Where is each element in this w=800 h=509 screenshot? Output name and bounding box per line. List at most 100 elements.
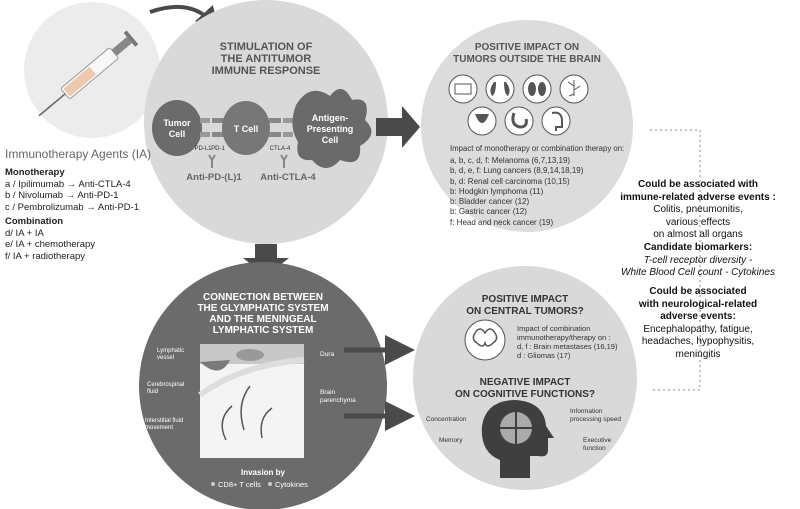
central-circle bbox=[413, 266, 637, 490]
antibody-pdl1-icon bbox=[208, 154, 216, 168]
head-icon bbox=[541, 106, 571, 136]
stomach-icon bbox=[504, 106, 534, 136]
cd8-dot bbox=[211, 482, 215, 486]
svg-text:CD8+ T cells: CD8+ T cells bbox=[218, 480, 261, 489]
biomarkers-title: Candidate biomarkers: bbox=[643, 242, 753, 253]
svg-text:Tumor: Tumor bbox=[163, 118, 191, 128]
svg-text:THE ANTITUMOR: THE ANTITUMOR bbox=[221, 53, 312, 65]
kidneys-icon bbox=[522, 74, 552, 104]
syringe-illustration bbox=[24, 2, 160, 138]
ref-item: b: Bladder cancer (12) bbox=[450, 197, 530, 207]
ctla4-label: CTLA-4 bbox=[270, 146, 291, 152]
skin-icon bbox=[448, 74, 478, 104]
monotherapy-heading: Monotherapy bbox=[5, 167, 65, 178]
brain-icon bbox=[464, 319, 506, 361]
svg-text:processing speed: processing speed bbox=[570, 416, 621, 423]
svg-text:Cerebrospinal: Cerebrospinal bbox=[147, 382, 184, 388]
lymph-node-icon bbox=[559, 74, 589, 104]
svg-text:Interstitial fluid: Interstitial fluid bbox=[145, 418, 183, 424]
cognitive-head-icon bbox=[481, 400, 554, 478]
svg-text:LYMPHATIC SYSTEM: LYMPHATIC SYSTEM bbox=[213, 325, 314, 336]
lungs-icon bbox=[485, 74, 515, 104]
neuro-text-3: meningitis bbox=[675, 348, 721, 360]
ref-item: b: Hodgkin lymphoma (11) bbox=[450, 186, 544, 196]
immune-text-1: Colitis, pneumonitis, bbox=[653, 204, 743, 215]
biomarkers-text-2: White Blood Cell count - Cytokines bbox=[621, 267, 775, 278]
svg-text:ON CENTRAL TUMORS?: ON CENTRAL TUMORS? bbox=[466, 306, 584, 317]
mono-item-b: b / Nivolumab → Anti-PD-1 bbox=[5, 190, 119, 201]
neuro-title-3: adverse events: bbox=[660, 311, 736, 322]
outside-ref-list: a, b, c, d, f: Melanoma (6,7,13,19) b, d… bbox=[450, 156, 583, 228]
immune-text-2: various effects bbox=[665, 216, 731, 228]
immune-title-1: Could be associated with bbox=[637, 179, 759, 190]
svg-text:TUMORS OUTSIDE THE BRAIN: TUMORS OUTSIDE THE BRAIN bbox=[453, 54, 601, 65]
dashed-connector bbox=[650, 129, 701, 391]
svg-text:Brain: Brain bbox=[320, 389, 336, 396]
svg-text:immunotherapy/therapy on :: immunotherapy/therapy on : bbox=[517, 333, 610, 342]
svg-text:Cytokines: Cytokines bbox=[275, 480, 308, 489]
brain-section bbox=[198, 344, 305, 458]
svg-text:CONNECTION BETWEEN: CONNECTION BETWEEN bbox=[203, 292, 323, 303]
immune-title-2: immune-related adverse events : bbox=[620, 191, 776, 203]
svg-text:POSITIVE IMPACT: POSITIVE IMPACT bbox=[482, 294, 569, 305]
mono-item-a: a / Ipilimumab → Anti-CTLA-4 bbox=[5, 178, 131, 190]
svg-text:Executive: Executive bbox=[583, 437, 612, 444]
ia-title: Immunotherapy Agents (IA) bbox=[5, 147, 152, 161]
svg-text:POSITIVE IMPACT ON: POSITIVE IMPACT ON bbox=[475, 42, 579, 53]
immune-events-block: Could be associated with immune-related … bbox=[598, 179, 798, 242]
arrow-to-outside bbox=[376, 106, 420, 148]
arrow-down bbox=[243, 244, 289, 276]
biomarkers-text-1: T-cell receptor diversity - bbox=[643, 254, 753, 266]
svg-text:fluid: fluid bbox=[147, 389, 158, 395]
combo-item-d: d/ IA + IA bbox=[5, 227, 44, 239]
bladder-icon bbox=[467, 106, 497, 136]
organ-icons bbox=[448, 74, 589, 136]
svg-text:Concentration: Concentration bbox=[426, 416, 467, 423]
ref-item: b, d, e, f: Lung cancers (8,9,14,18,19) bbox=[450, 166, 584, 176]
svg-text:NEGATIVE IMPACT: NEGATIVE IMPACT bbox=[480, 377, 571, 388]
stimulation-title: STIMULATION OF THE ANTITUMOR IMMUNE RESP… bbox=[212, 41, 321, 77]
svg-text:Memory: Memory bbox=[439, 437, 463, 444]
t-cell: T Cell bbox=[222, 101, 270, 155]
pd1-label: PD-1 bbox=[211, 146, 225, 152]
neuro-events-block: Could be associated with neurological-re… bbox=[598, 286, 798, 361]
svg-text:STIMULATION OF: STIMULATION OF bbox=[220, 41, 313, 53]
svg-text:d, f : Brain metastases (16,19: d, f : Brain metastases (16,19) bbox=[517, 342, 618, 351]
svg-text:Presenting: Presenting bbox=[307, 124, 354, 134]
svg-text:function: function bbox=[583, 445, 606, 452]
combo-item-f: f/ IA + radiotherapy bbox=[5, 250, 86, 262]
anti-pdl1-label: Anti-PD-(L)1 bbox=[186, 172, 242, 183]
svg-text:Invasion by: Invasion by bbox=[241, 468, 286, 477]
svg-text:ON COGNITIVE FUNCTIONS?: ON COGNITIVE FUNCTIONS? bbox=[455, 389, 595, 400]
outside-intro: Impact of monotherapy or combination the… bbox=[450, 144, 624, 153]
svg-text:THE GLYMPHATIC SYSTEM: THE GLYMPHATIC SYSTEM bbox=[197, 303, 328, 314]
svg-text:Impact of combination: Impact of combination bbox=[517, 324, 590, 333]
svg-text:T Cell: T Cell bbox=[234, 124, 259, 134]
neuro-title-2: with neurological-related bbox=[638, 298, 758, 310]
combination-block: Combination d/ IA + IA e/ IA + chemother… bbox=[5, 216, 95, 262]
svg-text:d : Gliomas (17): d : Gliomas (17) bbox=[517, 351, 571, 360]
pd-receptors bbox=[200, 118, 224, 137]
svg-text:Lymphatic: Lymphatic bbox=[157, 348, 184, 354]
cytokine-dot bbox=[268, 482, 272, 486]
svg-text:Information: Information bbox=[570, 408, 603, 415]
ref-item: b, d: Renal cell carcinoma (10,15) bbox=[450, 176, 570, 186]
biomarkers-block: Candidate biomarkers: T-cell receptor di… bbox=[598, 242, 798, 280]
svg-text:IMMUNE RESPONSE: IMMUNE RESPONSE bbox=[212, 65, 321, 77]
svg-text:vessel: vessel bbox=[157, 355, 174, 361]
svg-text:AND THE MENINGEAL: AND THE MENINGEAL bbox=[209, 314, 316, 325]
neuro-title-1: Could be associated bbox=[649, 286, 747, 297]
neuro-text-2: headaches, hypophysitis, bbox=[641, 336, 755, 347]
combo-item-e: e/ IA + chemotherapy bbox=[5, 239, 96, 250]
ref-item: a, b, c, d, f: Melanoma (6,7,13,19) bbox=[450, 156, 571, 165]
pdl1-label: PD-L1 bbox=[194, 146, 212, 152]
combination-heading: Combination bbox=[5, 216, 64, 227]
antibody-ctla4-icon bbox=[280, 154, 288, 168]
svg-text:Dura: Dura bbox=[320, 351, 334, 358]
ref-item: f: Head and neck cancer (19) bbox=[450, 217, 554, 227]
mono-item-c: c / Pembrolizumab → Anti-PD-1 bbox=[5, 201, 140, 213]
svg-text:Antigen-: Antigen- bbox=[312, 113, 349, 123]
antigen-presenting-cell: Antigen- Presenting Cell bbox=[292, 88, 372, 168]
ctla-receptors bbox=[269, 118, 293, 137]
